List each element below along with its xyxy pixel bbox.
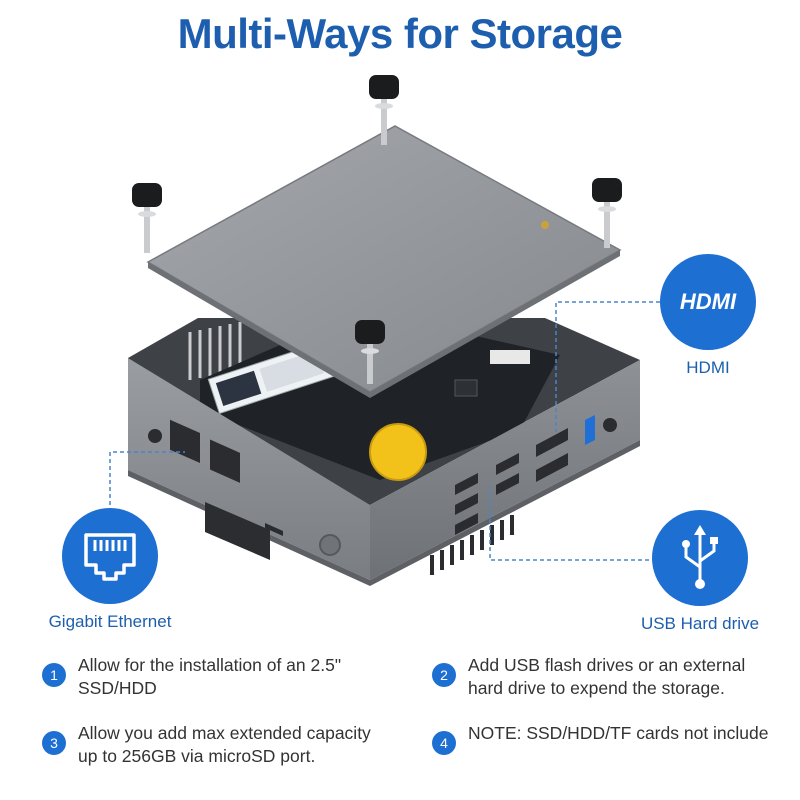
feature-number-badge: 3 [42,731,66,755]
feature-item: 4 NOTE: SSD/HDD/TF cards not include [432,722,782,755]
side-ports [455,415,617,535]
ethernet-badge [62,508,158,604]
hdmi-badge: HDMI [660,254,756,350]
usb-a-1 [455,473,478,495]
ethernet-port-icon [84,533,136,581]
lid-hole [541,221,549,229]
feature-item: 3 Allow you add max extended capacity up… [42,722,392,768]
heatsink-fins [188,322,242,380]
hdmi-1 [536,428,568,457]
connector-white [490,350,530,364]
foot-bottom [355,320,385,384]
feature-list: 1 Allow for the installation of an 2.5" … [0,650,800,800]
hdmi-callout: HDMI HDMI [648,254,768,378]
usb-blue [585,415,595,445]
audio-jack [148,429,162,443]
usb-icon [682,525,718,589]
vent-slots [430,515,514,575]
hdmi-2 [536,453,568,482]
feature-text: Allow for the installation of an 2.5" SS… [78,655,342,698]
usb-leader [489,485,670,561]
feature-number-badge: 1 [42,663,66,687]
usb-callout: USB Hard drive [630,510,770,634]
front-ports [148,419,341,560]
foot-right [592,178,622,248]
rubber-feet [132,75,622,384]
power-button [319,534,341,556]
feature-item: 1 Allow for the installation of an 2.5" … [42,654,392,700]
ethernet-callout: Gigabit Ethernet [40,508,180,632]
hdmi-label: HDMI [686,358,730,377]
feature-text: Add USB flash drives or an external hard… [468,655,746,698]
usb-a-4 [496,453,519,475]
usb-a-5 [496,473,519,495]
cmos-battery [369,423,427,481]
case-front [128,358,370,580]
usb-a-2 [455,493,478,515]
ethernet-label: Gigabit Ethernet [48,612,172,631]
chip [454,379,478,397]
usb-badge [652,510,748,606]
feature-text: Allow you add max extended capacity up t… [78,723,371,766]
feature-number-badge: 4 [432,731,456,755]
foot-left [132,183,162,253]
hdmi-logo-icon: HDMI [679,289,737,314]
page-title: Multi-Ways for Storage [177,10,623,57]
foot-top [369,75,399,145]
usb-label: USB Hard drive [640,614,760,633]
front-cutout [205,502,270,560]
lan-port-2 [210,439,240,483]
dc-jack [603,418,617,432]
sd-slot [265,522,283,536]
hdmi-leader [555,301,660,432]
usb-a-3 [455,513,478,535]
feature-number-badge: 2 [432,663,456,687]
feature-item: 2 Add USB flash drives or an external ha… [432,654,782,700]
feature-text: NOTE: SSD/HDD/TF cards not include [468,723,769,743]
